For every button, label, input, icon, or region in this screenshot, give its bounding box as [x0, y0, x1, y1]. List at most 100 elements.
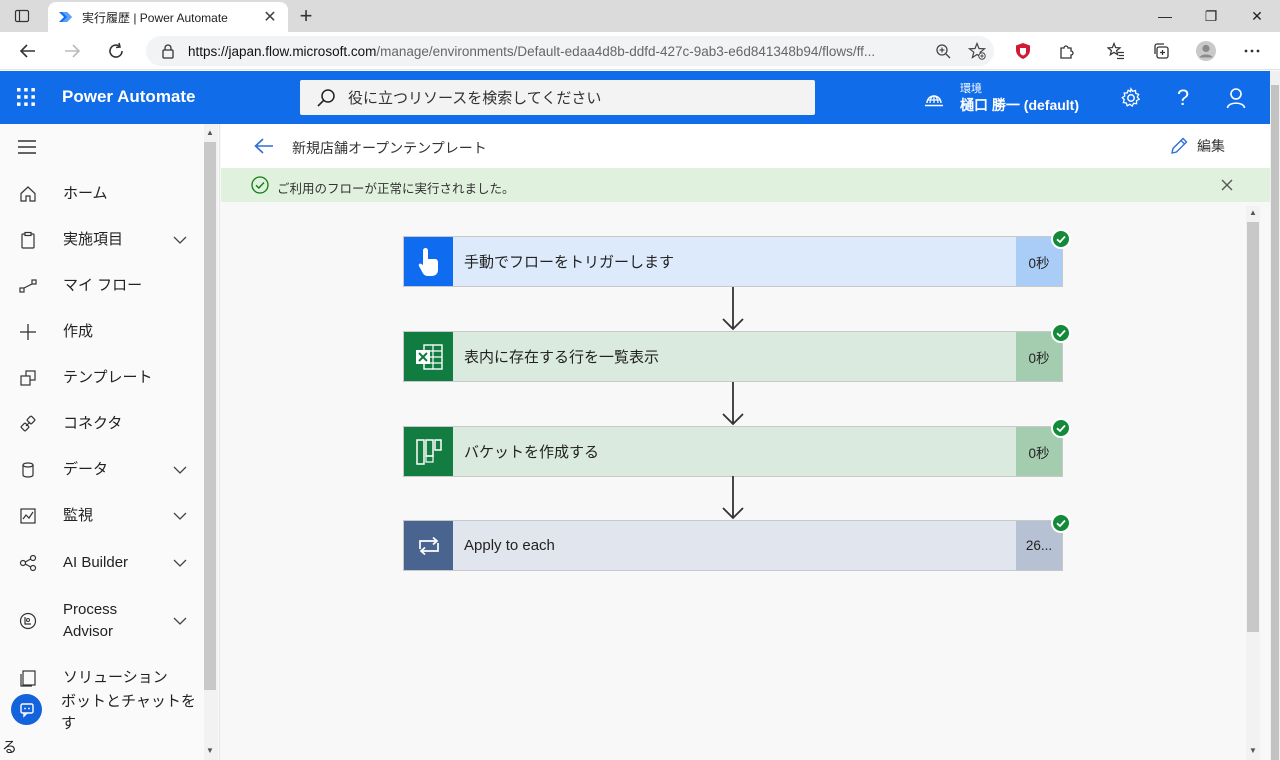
window-close-button[interactable]: ✕ — [1251, 7, 1263, 24]
success-banner: ご利用のフローが正常に実行されました。 — [221, 168, 1270, 202]
edit-button[interactable]: 編集 — [1169, 134, 1225, 158]
chevron-down-icon[interactable] — [172, 232, 188, 248]
profile-avatar-icon[interactable] — [1195, 40, 1217, 62]
banner-message: ご利用のフローが正常に実行されました。 — [277, 182, 515, 196]
add-favorite-icon[interactable] — [960, 42, 994, 60]
flow-title-bar: 新規店舗オープンテンプレート 編集 — [221, 124, 1270, 168]
help-icon[interactable]: ? — [1176, 85, 1190, 110]
shield-extension-icon[interactable] — [1012, 40, 1034, 62]
nav-item-data[interactable]: データ — [0, 458, 204, 482]
lock-icon[interactable] — [160, 43, 176, 59]
environment-label: 環境 — [960, 83, 982, 95]
scroll-down-icon[interactable]: ▼ — [206, 746, 214, 755]
flow-icon — [18, 276, 38, 296]
flow-step-create-bucket[interactable]: バケットを作成する 0秒 — [403, 426, 1063, 477]
scroll-up-icon[interactable]: ▲ — [1249, 208, 1257, 217]
app-launcher-icon[interactable] — [16, 87, 36, 107]
browser-tab[interactable]: 実行履歴 | Power Automate ✕ — [48, 2, 288, 32]
back-arrow-icon[interactable] — [253, 136, 275, 156]
clipboard-icon — [18, 230, 38, 250]
forward-button[interactable] — [61, 40, 83, 62]
loop-icon — [404, 521, 453, 570]
edit-label: 編集 — [1197, 138, 1225, 154]
refresh-button[interactable] — [105, 40, 127, 62]
scroll-up-icon[interactable]: ▲ — [206, 128, 214, 137]
dismiss-banner-icon[interactable] — [1220, 178, 1234, 192]
power-automate-favicon — [59, 12, 72, 22]
globe-icon — [925, 95, 943, 107]
app-header: Power Automate 役に立つリソースを検索してください 環境 樋口 勝… — [0, 71, 1270, 124]
minimize-button[interactable]: — — [1158, 8, 1172, 24]
collections-icon[interactable] — [1150, 40, 1172, 62]
canvas-scrollbar-thumb[interactable] — [1247, 222, 1259, 632]
settings-gear-icon[interactable] — [1118, 85, 1144, 111]
page-scrollbar[interactable] — [1270, 71, 1280, 760]
nav-item-create[interactable]: 作成 — [0, 320, 204, 344]
flow-step-list-rows[interactable]: 表内に存在する行を一覧表示 0秒 — [403, 331, 1063, 382]
tab-close-icon[interactable]: ✕ — [263, 9, 277, 26]
nav-item-solutions[interactable]: ソリューション — [0, 666, 204, 690]
back-arrow-icon — [19, 44, 35, 58]
flow-name: 新規店舗オープンテンプレート — [292, 140, 487, 156]
success-check-icon — [251, 176, 269, 194]
monitor-icon — [18, 506, 38, 526]
sidebar-scrollbar-thumb[interactable] — [204, 142, 216, 690]
excel-icon — [404, 332, 453, 381]
step-label: 手動でフローをトリガーします — [453, 237, 1016, 286]
favorites-icon[interactable] — [1105, 40, 1127, 62]
scroll-down-icon[interactable]: ▼ — [1249, 746, 1257, 755]
browser-tab-strip: 実行履歴 | Power Automate ✕ + — ❐ ✕ — [0, 0, 1280, 32]
nav-item-chatbots[interactable]: ボットとチャットをす — [0, 693, 204, 732]
nav-item-monitor[interactable]: 監視 — [0, 504, 204, 528]
step-duration: 0秒 — [1016, 427, 1062, 476]
touch-trigger-icon — [404, 237, 453, 286]
app-brand[interactable]: Power Automate — [62, 87, 196, 106]
flow-step-apply-to-each[interactable]: Apply to each 26... — [403, 520, 1063, 571]
canvas-scrollbar[interactable]: ▲ ▼ — [1246, 206, 1260, 760]
process-advisor-icon — [18, 611, 38, 631]
pencil-icon — [1171, 137, 1188, 154]
workspaces-icon[interactable] — [14, 8, 30, 24]
chevron-down-icon[interactable] — [172, 508, 188, 524]
nav-item-process-advisor[interactable]: Process Advisor — [0, 598, 204, 644]
home-icon — [18, 184, 38, 204]
database-icon — [18, 460, 38, 480]
nav-item-my-flows[interactable]: マイ フロー — [0, 274, 204, 298]
account-icon[interactable] — [1223, 85, 1249, 111]
nav-item-connectors[interactable]: コネクタ — [0, 412, 204, 436]
page-scrollbar-thumb[interactable] — [1271, 85, 1279, 760]
flow-connector-arrow — [722, 476, 744, 520]
chat-bubble-icon — [19, 702, 34, 718]
hamburger-menu-icon[interactable] — [18, 140, 38, 154]
forward-arrow-icon — [65, 44, 81, 58]
step-label: Apply to each — [453, 521, 1016, 570]
new-tab-button[interactable]: + — [299, 3, 313, 28]
step-label: 表内に存在する行を一覧表示 — [453, 332, 1016, 381]
step-success-check-icon — [1051, 513, 1071, 533]
chevron-down-icon[interactable] — [172, 555, 188, 571]
extensions-icon[interactable] — [1056, 40, 1078, 62]
connector-icon — [18, 414, 38, 434]
url-text[interactable]: https://japan.flow.microsoft.com/manage/… — [188, 43, 876, 59]
tab-title: 実行履歴 | Power Automate — [82, 10, 228, 25]
url-bar[interactable]: https://japan.flow.microsoft.com/manage/… — [146, 36, 994, 66]
chevron-down-icon[interactable] — [172, 462, 188, 478]
search-icon — [317, 88, 335, 107]
environment-picker[interactable]: 環境 樋口 勝一 (default) — [924, 79, 1104, 117]
nav-item-home[interactable]: ホーム — [0, 182, 204, 206]
back-button[interactable] — [17, 40, 39, 62]
zoom-icon[interactable] — [926, 43, 960, 59]
search-placeholder: 役に立つリソースを検索してください — [348, 90, 602, 107]
refresh-icon — [109, 42, 123, 58]
nav-item-ai-builder[interactable]: AI Builder — [0, 551, 204, 575]
flow-step-manual-trigger[interactable]: 手動でフローをトリガーします 0秒 — [403, 236, 1063, 287]
settings-more-icon[interactable] — [1241, 40, 1263, 62]
search-box[interactable]: 役に立つリソースを検索してください — [300, 80, 815, 115]
chevron-down-icon[interactable] — [172, 613, 188, 629]
maximize-button[interactable]: ❐ — [1204, 7, 1218, 24]
nav-item-templates[interactable]: テンプレート — [0, 366, 204, 390]
step-success-check-icon — [1051, 418, 1071, 438]
chatbot-launcher-button[interactable] — [11, 694, 42, 725]
sidebar-scrollbar[interactable]: ▲ ▼ — [204, 124, 218, 760]
nav-item-action-items[interactable]: 実施項目 — [0, 228, 204, 252]
